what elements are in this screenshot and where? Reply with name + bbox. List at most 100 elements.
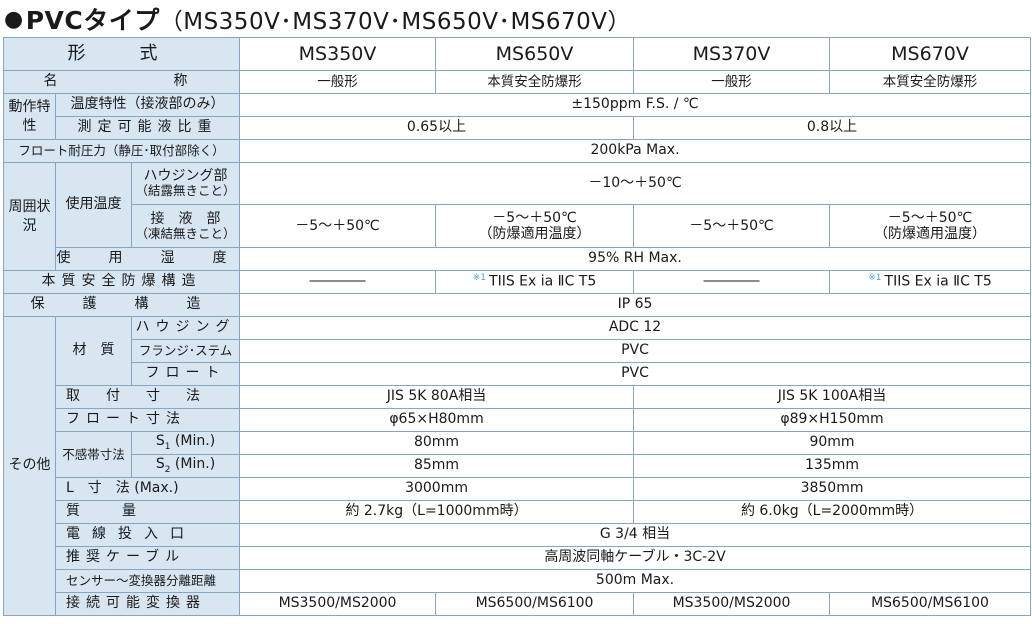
l-dim-value-0: 3000mm	[239, 477, 635, 501]
temp-char-value: ±150ppm F.S. / ℃	[239, 93, 1032, 117]
protection-row: 保 護 構 造 IP 65	[2, 293, 1032, 317]
wetted-temp-note: （凍結無きこと）	[135, 225, 236, 241]
float-dim-row: フロート寸法 φ65×H80mm φ89×H150mm	[4, 408, 1032, 432]
s2-value-1: 135mm	[633, 454, 1032, 478]
material-housing-label: ハウジング	[130, 316, 241, 340]
explosion-value-0: ――――	[239, 270, 437, 294]
model-ms650v: MS650V	[435, 37, 635, 71]
float-pressure-row: フロート耐圧力（静圧･取付部除く） 200kPa Max.	[2, 139, 1032, 163]
s1-suffix: (Min.)	[170, 432, 216, 449]
housing-temp-note: （結露無きこと）	[135, 183, 236, 199]
s2-row: S2 (Min.) 85mm 135mm	[4, 454, 1032, 478]
mass-value-0: 約 2.7kg（L=1000mm時）	[239, 500, 635, 524]
housing-temp-row: 周囲状況 使用温度 ハウジング部 （結露無きこと） －10～＋50℃	[3, 162, 1032, 271]
wetted-temp-note-1: （防爆適用温度）	[478, 226, 591, 242]
mount-value-0: JIS 5K 80A相当	[239, 385, 635, 409]
converter-row: 接続可能変換器 MS3500/MS2000 MS6500/MS6100 MS35…	[4, 592, 1032, 616]
converter-label: 接続可能変換器	[54, 592, 241, 616]
float-dim-value-0: φ65×H80mm	[239, 408, 635, 432]
name-value-0: 一般形	[239, 70, 437, 94]
wetted-temp-value-2: －5～＋50℃	[633, 204, 831, 248]
name-label: 名 称	[2, 70, 241, 94]
l-dim-row: L 寸 法 (Max.) 3000mm 3850mm	[4, 477, 1032, 501]
material-flange-label: フランジ･ステム	[130, 339, 241, 363]
density-label: 測定可能液比重	[54, 116, 241, 140]
wetted-temp-row: 接 液 部 （凍結無きこと） －5～＋50℃ －5～＋50℃ （防爆適用温度） …	[4, 204, 1032, 248]
note-mark-1: ※1	[472, 272, 487, 283]
ambient-group-label: 周囲状況	[3, 162, 56, 271]
s2-value-0: 85mm	[239, 454, 635, 478]
title-models: （MS350V･MS370V･MS650V･MS670V）	[159, 9, 632, 35]
title-main: PVCタイプ	[25, 6, 160, 35]
mount-value-1: JIS 5K 100A相当	[633, 385, 1032, 409]
wetted-temp-value-0: －5～＋50℃	[239, 204, 437, 248]
wetted-temp-label: 接 液 部 （凍結無きこと）	[130, 204, 241, 248]
mass-row: 質 量 約 2.7kg（L=1000mm時） 約 6.0kg（L=2000mm時…	[4, 500, 1032, 524]
s2-label: S2 (Min.)	[130, 454, 241, 478]
note-mark-3: ※1	[868, 272, 882, 283]
wetted-temp-main-3: －5～＋50℃	[887, 209, 973, 226]
s1-letter: S	[155, 432, 165, 449]
material-float-value: PVC	[239, 362, 1032, 386]
housing-temp-value: －10～＋50℃	[239, 162, 1032, 205]
s1-value-0: 80mm	[239, 431, 635, 455]
wetted-temp-title: 接 液 部	[150, 210, 221, 227]
float-dim-label: フロート寸法	[54, 408, 241, 432]
explosion-label: 本質安全防爆構造	[2, 270, 241, 294]
distance-row: センサー～変換器分離距離 500m Max.	[4, 569, 1032, 593]
mass-label: 質 量	[54, 500, 241, 524]
converter-value-3: MS6500/MS6100	[829, 592, 1032, 616]
l-dim-label: L 寸 法 (Max.)	[54, 477, 241, 501]
humidity-row: 使 用 湿 度 95% RH Max.	[4, 247, 1032, 271]
housing-temp-title: ハウジング部	[143, 168, 228, 185]
converter-value-0: MS3500/MS2000	[239, 592, 437, 616]
mount-label: 取 付 寸 法	[54, 385, 241, 409]
mount-row: 取 付 寸 法 JIS 5K 80A相当 JIS 5K 100A相当	[4, 385, 1032, 409]
housing-temp-label: ハウジング部 （結露無きこと）	[130, 162, 241, 205]
distance-label: センサー～変換器分離距離	[54, 569, 241, 593]
explosion-text-3: TIIS Ex ia ⅡC T5	[884, 273, 992, 290]
wetted-temp-note-3: （防爆適用温度）	[874, 226, 987, 242]
model-ms670v: MS670V	[829, 37, 1032, 71]
name-row: 名 称 一般形 本質安全防爆形 一般形 本質安全防爆形	[2, 70, 1032, 94]
page-title: ● PVCタイプ （MS350V･MS370V･MS650V･MS670V）	[4, 2, 631, 36]
material-float-row: フロート PVC	[4, 362, 1032, 386]
material-flange-value: PVC	[239, 339, 1032, 363]
other-group-label: その他	[3, 316, 56, 616]
title-bullet: ●	[4, 6, 24, 32]
header-row: 形 式 MS350V MS650V MS370V MS670V	[2, 37, 1032, 71]
s1-row: 不感帯寸法 S1 (Min.) 80mm 90mm	[4, 431, 1032, 478]
material-flange-row: フランジ･ステム PVC	[4, 339, 1032, 363]
use-temp-label: 使用温度	[55, 162, 132, 248]
s1-label: S1 (Min.)	[130, 431, 241, 455]
material-housing-value: ADC 12	[239, 316, 1032, 340]
protection-label: 保 護 構 造	[2, 293, 241, 317]
explosion-value-2: ――――	[633, 270, 831, 294]
wetted-temp-main-1: －5～＋50℃	[492, 209, 577, 226]
distance-value: 500m Max.	[239, 569, 1032, 593]
mass-value-1: 約 6.0kg（L=2000mm時）	[633, 500, 1032, 524]
density-value-1: 0.8以上	[633, 116, 1032, 140]
s2-suffix: (Min.)	[170, 455, 216, 472]
temp-char-row: 動作特性 温度特性（接液部のみ） ±150ppm F.S. / ℃	[3, 93, 1032, 140]
spec-table: 形 式 MS350V MS650V MS370V MS670V 名 称 一般形 …	[2, 37, 1032, 616]
s1-subscript: 1	[164, 441, 171, 452]
wetted-temp-main-0: －5～＋50℃	[295, 217, 380, 234]
cable-entry-label: 電線投入口	[54, 523, 241, 547]
protection-value: IP 65	[239, 293, 1032, 317]
density-value-0: 0.65以上	[239, 116, 635, 140]
dead-band-label: 不感帯寸法	[55, 431, 132, 478]
s2-letter: S	[155, 455, 165, 472]
s1-value-1: 90mm	[633, 431, 1032, 455]
name-value-2: 一般形	[633, 70, 831, 94]
cable-entry-value: G 3/4 相当	[239, 523, 1032, 547]
humidity-label: 使 用 湿 度	[54, 247, 241, 271]
converter-value-2: MS3500/MS2000	[633, 592, 831, 616]
density-row: 測定可能液比重 0.65以上 0.8以上	[4, 116, 1032, 140]
operation-group-label: 動作特性	[3, 93, 56, 140]
model-ms370v: MS370V	[633, 37, 831, 71]
name-value-1: 本質安全防爆形	[435, 70, 635, 94]
